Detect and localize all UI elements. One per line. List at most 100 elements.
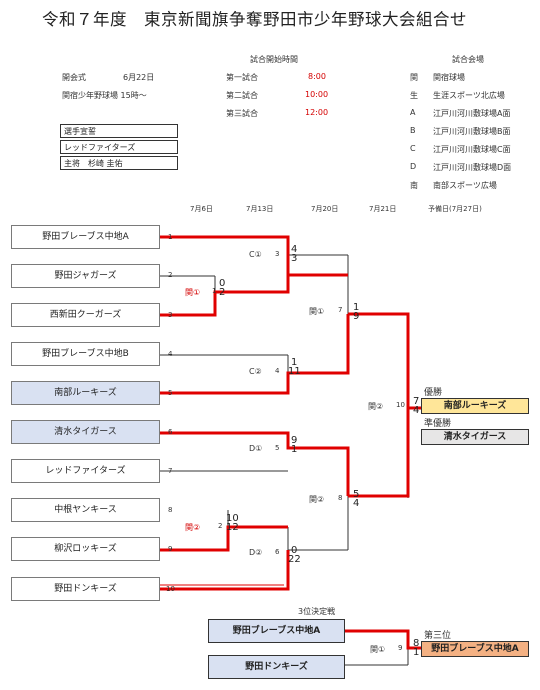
venue-name: 関宿球場 xyxy=(433,73,465,82)
match-score: 12 xyxy=(226,522,239,533)
match-venue: 関① xyxy=(370,645,386,654)
match-venue: 関② xyxy=(309,495,325,504)
venue-name: 江戸川河川敷球場A面 xyxy=(433,109,511,118)
team-number: 1 xyxy=(168,233,173,241)
match-venue: C② xyxy=(249,367,262,376)
schedule-header: 試合開始時間 xyxy=(250,55,298,64)
team-number: 5 xyxy=(168,389,173,397)
venue-key: B xyxy=(410,126,416,135)
match-score: 11 xyxy=(288,366,301,377)
match-score: 9 xyxy=(353,311,360,322)
runnerup-label: 準優勝 xyxy=(424,419,452,429)
winner-label: 優勝 xyxy=(424,388,443,398)
venue-name: 江戸川河川敷球場C面 xyxy=(433,145,511,154)
team-box: 野田ジャガーズ xyxy=(11,264,160,288)
third-place-winner: 野田ブレーブス中地A xyxy=(421,641,529,657)
match-score: 7 xyxy=(413,396,420,407)
venue-key: C xyxy=(410,144,416,153)
team-number: 8 xyxy=(168,506,173,514)
match-number: 10 xyxy=(396,401,405,409)
team-box: 柳沢ロッキーズ xyxy=(11,537,160,561)
round-date: 7月6日 xyxy=(190,205,213,213)
team-box: 西新田クーガーズ xyxy=(11,303,160,327)
match-venue: 関① xyxy=(185,288,201,297)
match-score: 4 xyxy=(413,405,420,416)
match-score: 1 xyxy=(353,302,360,313)
schedule-label: 第三試合 xyxy=(226,109,258,118)
opening-label: 開会式 xyxy=(62,73,86,82)
round-date: 7月13日 xyxy=(246,205,274,213)
third-place-header: 3位決定戦 xyxy=(298,607,336,616)
match-venue: D② xyxy=(249,548,263,557)
opening-date: 6月22日 xyxy=(123,73,155,82)
match-score: 0 xyxy=(291,545,298,556)
schedule-time: 12:00 xyxy=(305,108,329,117)
opening-place: 関宿少年野球場 15時～ xyxy=(62,91,147,100)
match-score: 8 xyxy=(413,638,420,649)
venue-name: 生涯スポーツ北広場 xyxy=(433,91,505,100)
match-number: 2 xyxy=(218,522,223,530)
round-date: 7月21日 xyxy=(369,205,397,213)
match-score: 5 xyxy=(353,489,360,500)
match-venue: 関① xyxy=(309,307,325,316)
schedule-label: 第二試合 xyxy=(226,91,258,100)
match-score: 1 xyxy=(291,444,298,455)
team-number: 2 xyxy=(168,271,173,279)
page-title: 令和７年度 東京新聞旗争奪野田市少年野球大会組合せ xyxy=(42,10,467,29)
team-number: 7 xyxy=(168,467,173,475)
schedule-time: 10:00 xyxy=(305,90,329,99)
match-score: 1 xyxy=(291,357,298,368)
match-score: 3 xyxy=(291,253,298,264)
schedule-label: 第一試合 xyxy=(226,73,258,82)
third-place-team-b: 野田ドンキーズ xyxy=(208,655,345,679)
match-number: 6 xyxy=(275,548,280,556)
pledge-team: レッドファイターズ xyxy=(60,140,178,154)
venue-name: 江戸川河川敷球場D面 xyxy=(433,163,512,172)
team-number: 3 xyxy=(168,311,173,319)
match-score: 9 xyxy=(291,435,298,446)
winner-box: 南部ルーキーズ xyxy=(421,398,529,414)
pledge-label: 選手宣誓 xyxy=(60,124,178,138)
venue-key: A xyxy=(410,108,416,117)
match-number: 1 xyxy=(212,287,217,295)
match-number: 8 xyxy=(338,494,343,502)
team-box: 野田ブレーブス中地B xyxy=(11,342,160,366)
match-score: 4 xyxy=(291,244,298,255)
venue-key: D xyxy=(410,162,417,171)
team-box: 野田ブレーブス中地A xyxy=(11,225,160,249)
round-date: 予備日(7月27日) xyxy=(428,205,482,213)
venue-key: 生 xyxy=(410,91,418,100)
team-number: 9 xyxy=(168,545,173,553)
schedule-time: 8:00 xyxy=(308,72,326,81)
venue-name: 江戸川河川敷球場B面 xyxy=(433,127,511,136)
third-place-team-a: 野田ブレーブス中地A xyxy=(208,619,345,643)
match-number: 4 xyxy=(275,367,280,375)
match-venue: 関② xyxy=(368,402,384,411)
team-number: 6 xyxy=(168,428,173,436)
team-box: 中根ヤンキース xyxy=(11,498,160,522)
match-number: 9 xyxy=(398,644,403,652)
match-score: 10 xyxy=(226,513,239,524)
match-score: 1 xyxy=(413,647,420,658)
match-venue: C① xyxy=(249,250,262,259)
runnerup-box: 清水タイガース xyxy=(421,429,529,445)
third-place-label: 第三位 xyxy=(424,631,452,641)
pledge-captain: 主将 杉崎 圭佑 xyxy=(60,156,178,170)
team-number: 4 xyxy=(168,350,173,358)
venues-header: 試合会場 xyxy=(452,55,484,64)
venue-key: 南 xyxy=(410,181,418,190)
venue-name: 南部スポーツ広場 xyxy=(433,181,497,190)
match-venue: 関② xyxy=(185,523,201,532)
match-score: 0 xyxy=(219,278,226,289)
match-score: 22 xyxy=(288,554,301,565)
match-number: 7 xyxy=(338,306,343,314)
team-number: 10 xyxy=(166,585,175,593)
round-date: 7月20日 xyxy=(311,205,339,213)
team-box: 野田ドンキーズ xyxy=(11,577,160,601)
team-box: レッドファイターズ xyxy=(11,459,160,483)
match-score: 4 xyxy=(353,498,360,509)
match-number: 5 xyxy=(275,444,280,452)
match-score: 2 xyxy=(219,287,226,298)
match-number: 3 xyxy=(275,250,280,258)
